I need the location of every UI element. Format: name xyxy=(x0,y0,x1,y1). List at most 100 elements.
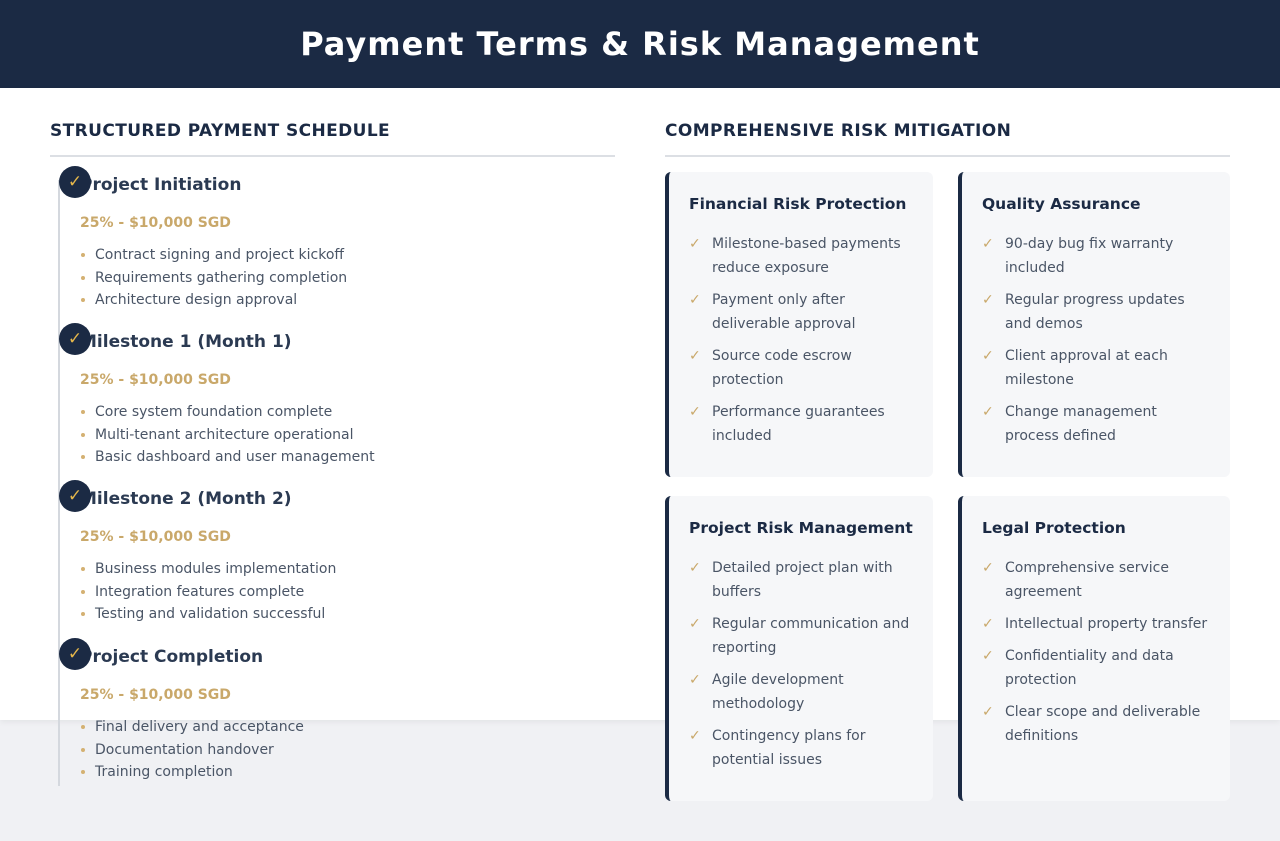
milestone-amount: 25% - $10,000 SGD xyxy=(80,687,231,703)
list-item: ✓Client approval at each milestone xyxy=(982,344,1214,392)
check-icon: ✓ xyxy=(689,292,701,308)
list-item-text: Milestone-based payments reduce exposure xyxy=(712,236,901,276)
check-icon: ✓ xyxy=(689,728,701,744)
milestone-month-2: ✓ Milestone 2 (Month 2) 25% - $10,000 SG… xyxy=(59,480,620,626)
card-title: Financial Risk Protection xyxy=(689,195,907,213)
list-item-text: Confidentiality and data protection xyxy=(1005,648,1174,688)
list-item: ✓ Confidentiality and data protection xyxy=(982,644,1214,692)
list-item-text: Multi-tenant architecture operational xyxy=(95,426,354,443)
list-item-text: Architecture design approval xyxy=(95,292,298,308)
list-item-text: Change management process defined xyxy=(1005,404,1157,444)
list-item-text: Detailed project plan with buffers xyxy=(712,560,893,600)
list-item: Business modules implementation xyxy=(80,558,620,581)
bullet-icon xyxy=(81,612,85,616)
card-title: Project Risk Management xyxy=(689,519,913,537)
list-item: ✓ Change management process defined xyxy=(982,400,1214,448)
card-items: ✓Comprehensive service agreement ✓ Intell… xyxy=(982,556,1214,748)
list-item-text: Requirements gathering completion xyxy=(95,269,348,286)
milestone-deliverables: Contract signing and project kickoff Req… xyxy=(80,244,620,312)
list-item: ✓ Clear scope and deliverable definitions xyxy=(982,700,1214,748)
list-item: Final delivery and acceptance xyxy=(80,716,620,739)
check-icon: ✓ xyxy=(689,616,701,632)
bullet-icon xyxy=(81,432,85,437)
check-icon: ✓ xyxy=(982,560,994,576)
card-quality-assurance: Quality Assurance ✓90-day bug fix warran… xyxy=(958,172,1230,477)
milestone-deliverables: Business modules implementation Integrat… xyxy=(80,558,620,626)
card-project-risk-management: Project Risk Management ✓ Detailed projec… xyxy=(665,496,933,801)
list-item: ✓ Contingency plans for potential issues xyxy=(689,724,917,772)
bullet-icon xyxy=(81,275,85,280)
list-item: ✓ Intellectual property transfer xyxy=(982,612,1214,636)
list-item: ✓90-day bug fix warranty included xyxy=(982,232,1214,280)
list-item: ✓ Milestone-based payments reduce exposur… xyxy=(689,232,917,280)
milestone-amount: 25% - $10,000 SGD xyxy=(80,215,231,231)
bullet-icon xyxy=(81,725,85,729)
list-item-text: Clear scope and deliverable definitions xyxy=(1005,704,1201,744)
list-item: Integration features complete xyxy=(80,581,620,604)
list-item: Core system foundation complete xyxy=(80,401,620,424)
card-financial-risk-protection: Financial Risk Protection ✓ Milestone-bas… xyxy=(665,172,933,477)
milestone-amount: 25% - $10,000 SGD xyxy=(80,372,231,388)
bullet-icon xyxy=(81,298,85,302)
check-icon: ✓ xyxy=(689,236,701,252)
check-icon: ✓ xyxy=(689,560,701,576)
milestone-title: Project Initiation xyxy=(80,175,242,195)
list-item: Basic dashboard and user management xyxy=(80,446,620,469)
milestone-project-completion: ✓ Project Completion 25% - $10,000 SGD F… xyxy=(59,638,620,784)
list-item: Requirements gathering completion xyxy=(80,267,620,290)
list-item-text: Documentation handover xyxy=(95,741,274,758)
list-item-text: Performance guarantees included xyxy=(712,404,885,444)
list-item-text: Agile development methodology xyxy=(712,672,844,712)
milestone-title: Milestone 2 (Month 2) xyxy=(80,489,292,509)
check-icon: ✓ xyxy=(689,404,701,420)
check-icon: ✓ xyxy=(59,166,91,198)
list-item: Training completion xyxy=(80,761,620,784)
list-item-text: Contract signing and project kickoff xyxy=(95,247,345,263)
list-item: ✓ Detailed project plan with buffers xyxy=(689,556,917,604)
list-item-text: Regular progress updates and demos xyxy=(1005,292,1185,332)
milestone-month-1: ✓ Milestone 1 (Month 1) 25% - $10,000 SG… xyxy=(59,323,620,469)
list-item: ✓ Payment only after deliverable approval xyxy=(689,288,917,336)
list-item: Testing and validation successful xyxy=(80,603,620,626)
list-item-text: 90-day bug fix warranty included xyxy=(1005,236,1174,276)
milestone-title: Milestone 1 (Month 1) xyxy=(80,332,292,352)
list-item-text: Final delivery and acceptance xyxy=(95,719,304,735)
card-title: Legal Protection xyxy=(982,519,1126,537)
list-item-text: Business modules implementation xyxy=(95,561,337,577)
check-icon: ✓ xyxy=(982,404,994,420)
bullet-icon xyxy=(81,567,85,571)
card-items: ✓90-day bug fix warranty included ✓Regul… xyxy=(982,232,1214,448)
list-item-text: Intellectual property transfer xyxy=(1005,616,1208,632)
page-title: Payment Terms & Risk Management xyxy=(300,25,980,63)
check-icon: ✓ xyxy=(689,672,701,688)
check-icon: ✓ xyxy=(689,348,701,364)
check-icon: ✓ xyxy=(982,348,994,364)
milestone-project-initiation: ✓ Project Initiation 25% - $10,000 SGD C… xyxy=(59,166,620,312)
list-item: ✓Source code escrow protection xyxy=(689,344,917,392)
list-item-text: Basic dashboard and user management xyxy=(95,449,375,465)
list-item-text: Contingency plans for potential issues xyxy=(712,728,866,768)
list-item: ✓Comprehensive service agreement xyxy=(982,556,1214,604)
list-item: ✓ Agile development methodology xyxy=(689,668,917,716)
card-title: Quality Assurance xyxy=(982,195,1141,213)
list-item: Documentation handover xyxy=(80,739,620,762)
list-item: ✓Regular communication and reporting xyxy=(689,612,917,660)
check-icon: ✓ xyxy=(982,704,994,720)
bullet-icon xyxy=(81,455,85,459)
list-item: ✓ Performance guarantees included xyxy=(689,400,917,448)
list-item-text: Testing and validation successful xyxy=(95,606,326,622)
bullet-icon xyxy=(81,410,85,414)
check-icon: ✓ xyxy=(982,616,994,632)
bullet-icon xyxy=(81,253,85,257)
card-legal-protection: Legal Protection ✓Comprehensive service … xyxy=(958,496,1230,801)
payment-section-title: STRUCTURED PAYMENT SCHEDULE xyxy=(50,121,391,141)
list-item: Contract signing and project kickoff xyxy=(80,244,620,267)
check-icon: ✓ xyxy=(59,480,91,512)
check-icon: ✓ xyxy=(59,638,91,670)
list-item: ✓Regular progress updates and demos xyxy=(982,288,1214,336)
bullet-icon xyxy=(81,589,85,594)
risk-section-title: COMPREHENSIVE RISK MITIGATION xyxy=(665,121,1012,141)
check-icon: ✓ xyxy=(982,648,994,664)
list-item-text: Payment only after deliverable approval xyxy=(712,292,856,332)
check-icon: ✓ xyxy=(59,323,91,355)
